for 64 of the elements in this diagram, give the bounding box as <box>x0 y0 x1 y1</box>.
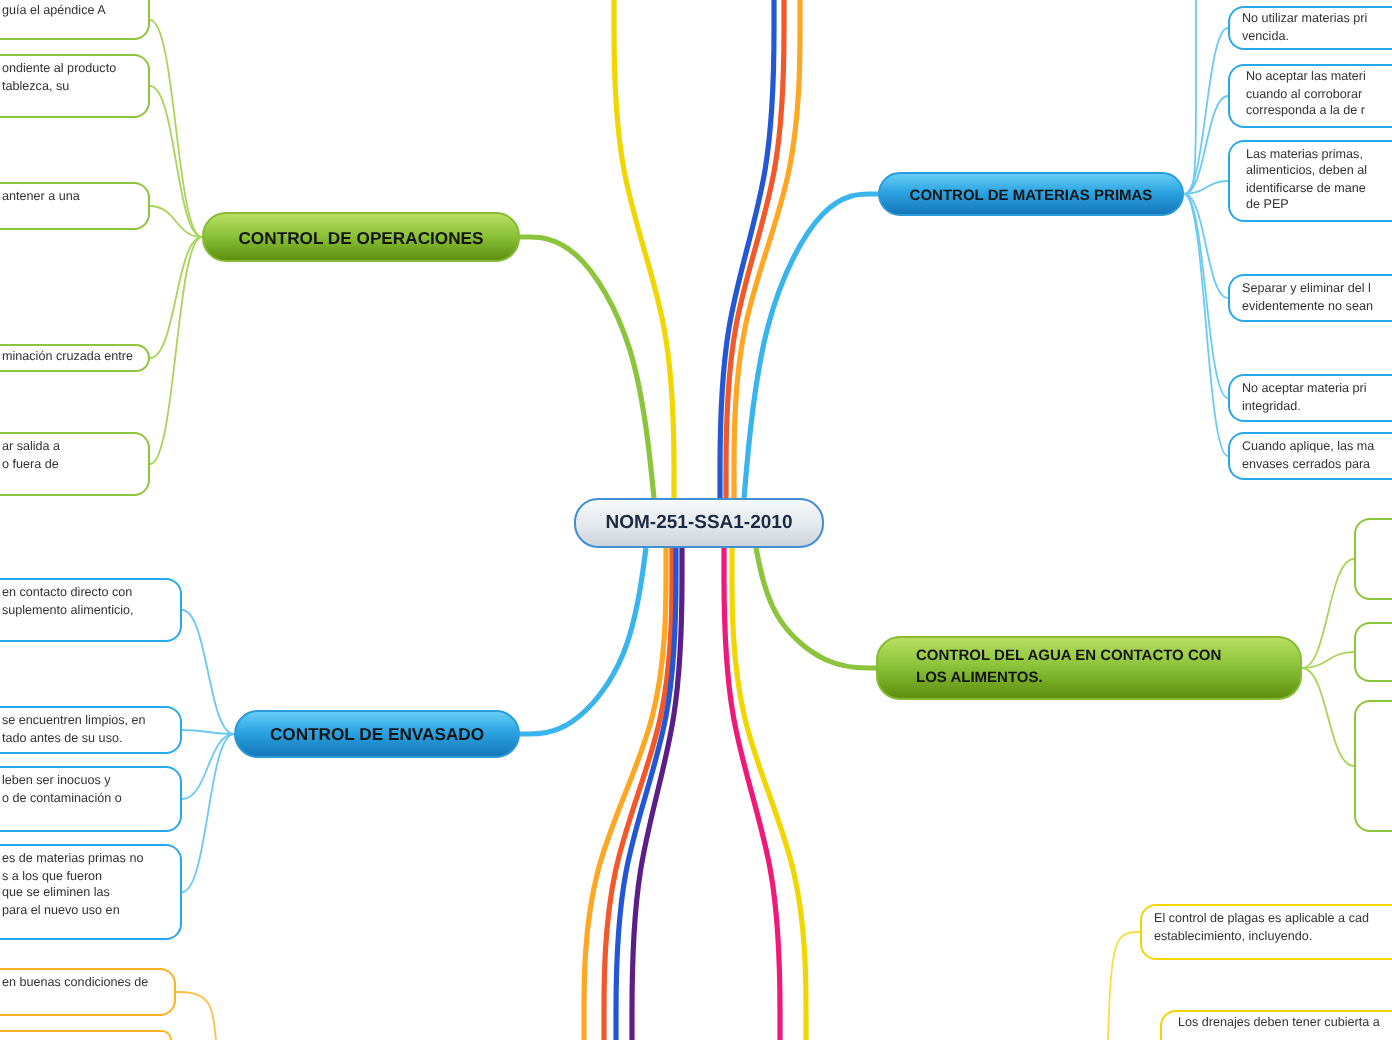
branch-line <box>601 548 675 1040</box>
topic-pill <box>876 636 1302 700</box>
branch-line <box>181 733 235 893</box>
note-card <box>0 344 150 372</box>
note-card <box>1228 140 1392 222</box>
branch-line <box>581 548 669 1040</box>
topic-pill <box>202 212 520 262</box>
branch-line <box>149 205 203 238</box>
topic-pill <box>234 710 520 758</box>
note-card <box>0 0 150 40</box>
branch-line <box>149 236 203 465</box>
branch-line <box>629 548 685 1040</box>
branch-line <box>723 0 787 498</box>
branch-line <box>729 548 809 1040</box>
note-card <box>1354 622 1392 682</box>
central-label: NOM-251-SSA1-2010 <box>605 512 793 534</box>
branch-line <box>1183 180 1229 195</box>
note-card <box>0 766 182 832</box>
branch-line <box>1183 95 1229 195</box>
branch-line <box>717 0 777 498</box>
branch-line <box>1183 193 1229 399</box>
branch-line <box>1183 27 1229 195</box>
branch-line <box>181 733 235 800</box>
topic-label: CONTROL DE ENVASADO <box>269 724 485 744</box>
note-card <box>0 182 150 230</box>
branch-line <box>1301 558 1355 669</box>
branch-line <box>1301 651 1355 669</box>
note-card <box>1228 64 1392 128</box>
note-card <box>0 54 150 118</box>
branch-line <box>1183 193 1229 299</box>
branch-line <box>741 191 878 499</box>
branch-line <box>520 234 657 499</box>
branch-line <box>721 548 783 1040</box>
note-card <box>1354 518 1392 600</box>
note-card <box>0 1030 172 1040</box>
note-card <box>0 432 150 496</box>
note-card <box>1354 700 1392 832</box>
note-card <box>1228 432 1392 480</box>
note-card <box>1160 1010 1392 1040</box>
note-card <box>0 706 182 754</box>
note-card <box>1140 904 1392 960</box>
branch-line <box>753 547 876 671</box>
branch-line <box>1107 931 1141 1040</box>
branch-line <box>149 236 203 359</box>
note-card <box>0 578 182 642</box>
central-topic <box>574 498 824 548</box>
note-card <box>1228 374 1392 422</box>
branch-line <box>1301 667 1355 767</box>
note-card <box>1228 274 1392 322</box>
topic-pill <box>878 172 1184 216</box>
note-card <box>1228 6 1392 50</box>
branch-line <box>613 548 679 1040</box>
note-card <box>0 968 176 1016</box>
note-card <box>0 844 182 940</box>
branch-line <box>1183 193 1229 457</box>
branch-line <box>181 729 235 735</box>
branch-line <box>175 991 217 1040</box>
branch-line <box>611 0 677 498</box>
topic-label: CONTROL DE OPERACIONES <box>238 227 484 247</box>
branch-line <box>731 0 803 498</box>
branch-line <box>181 609 235 735</box>
branch-line <box>520 547 649 737</box>
branch-line <box>149 85 203 238</box>
branch-line <box>149 19 203 238</box>
